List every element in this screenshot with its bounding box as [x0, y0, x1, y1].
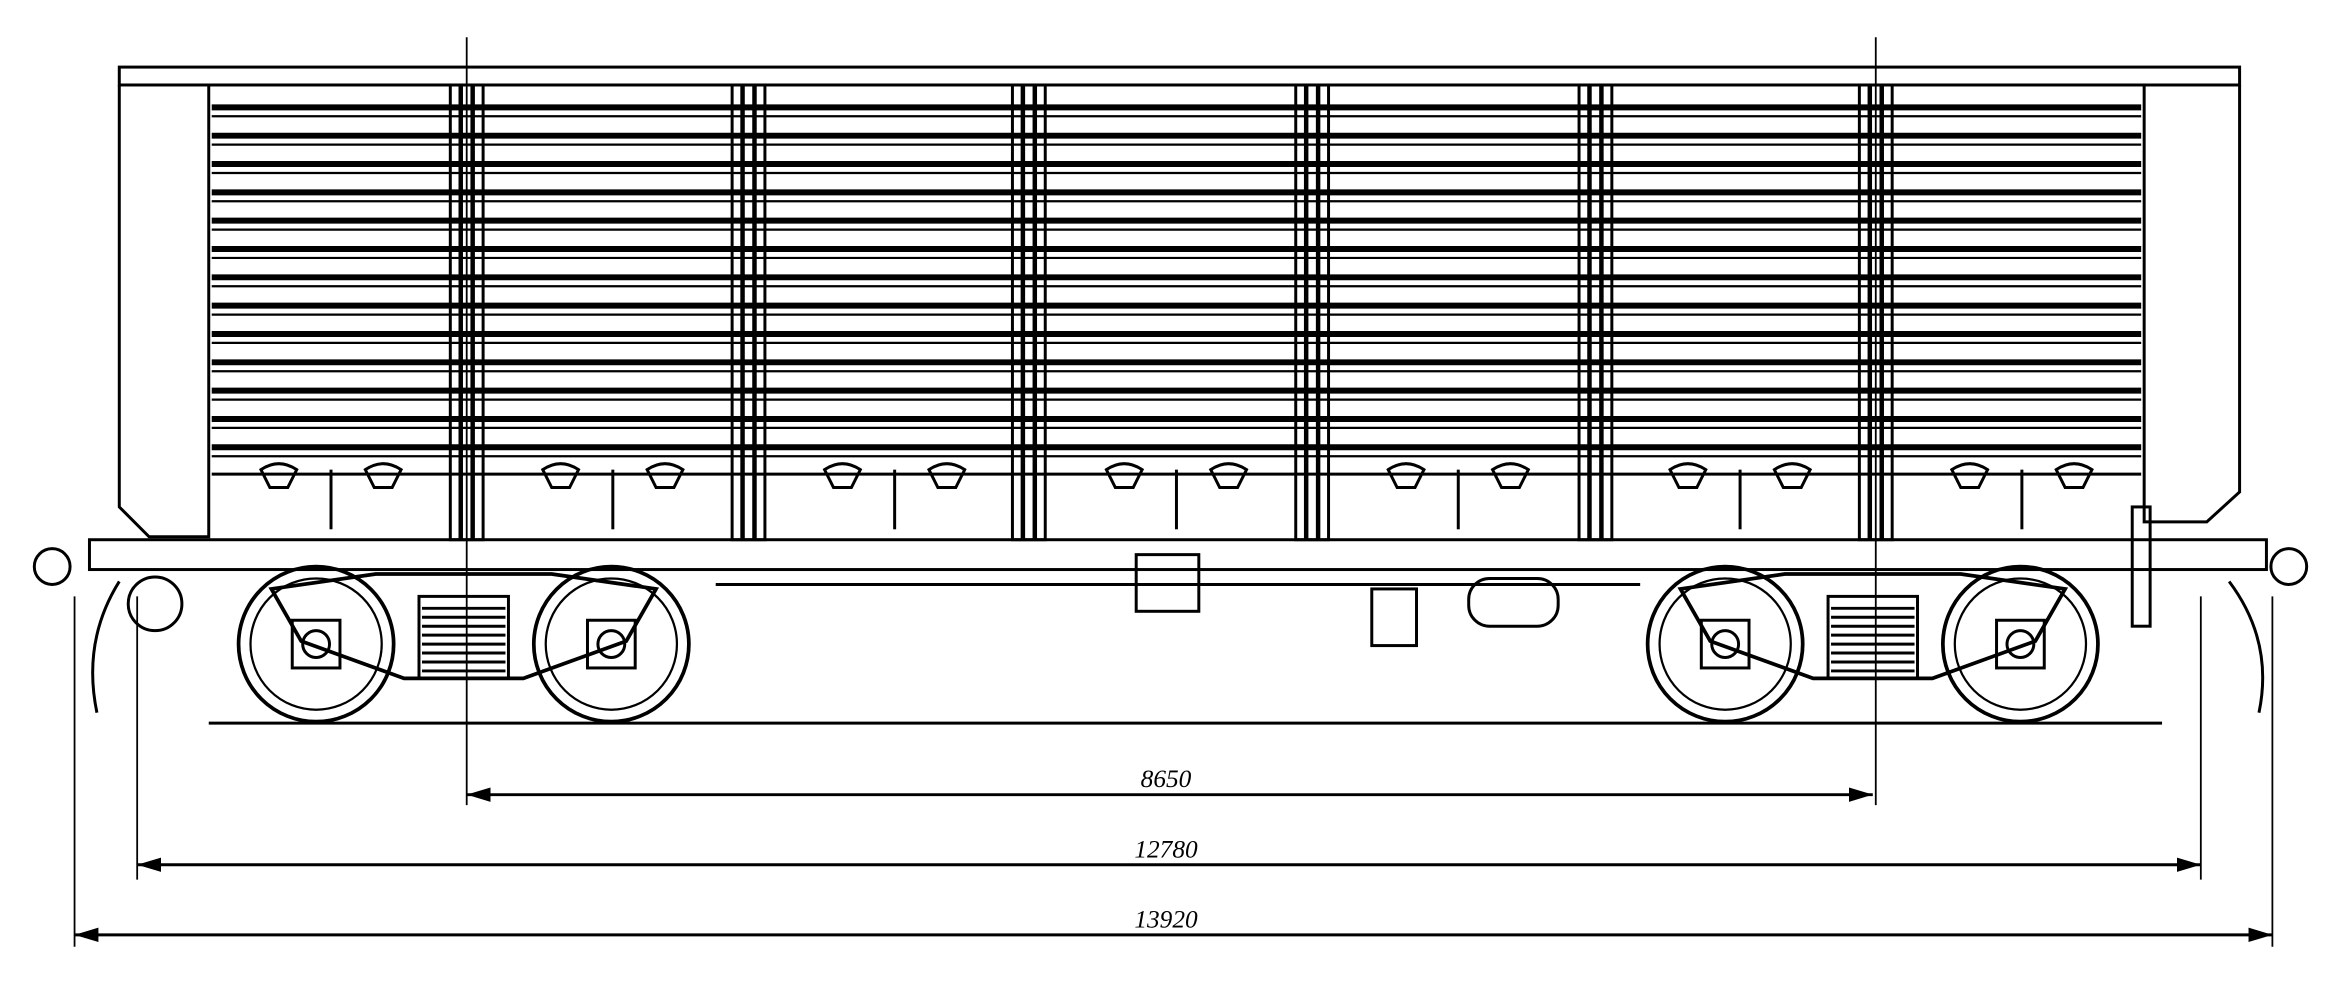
- axle-box: [1995, 618, 2046, 670]
- dimension-coupler-length: 12780: [137, 835, 2201, 872]
- stake: [1294, 83, 1331, 542]
- latch: [1490, 462, 1531, 490]
- brake-reservoir: [1467, 577, 1560, 628]
- latch: [1668, 462, 1708, 490]
- door-latches: [259, 462, 2094, 530]
- stake: [1577, 83, 1614, 542]
- side-stakes: [448, 83, 1894, 542]
- axle: [2005, 629, 2036, 660]
- wheel: [1645, 564, 1805, 724]
- brake-valve: [1370, 587, 1419, 648]
- stake: [1010, 83, 1047, 542]
- underframe-sill: [87, 538, 2268, 572]
- wheel-rim: [249, 577, 383, 711]
- wheel: [531, 564, 691, 724]
- handbrake-wheel: [2130, 505, 2152, 628]
- right-coupler: [2269, 547, 2309, 586]
- wheel-rim: [1953, 577, 2088, 711]
- left-coupler: [32, 547, 72, 586]
- stake: [730, 83, 767, 542]
- dimension-bogie-centers: 8650: [466, 765, 1873, 802]
- axle: [596, 629, 627, 660]
- left-end-wall: [117, 84, 211, 539]
- car-body: [32, 65, 2309, 713]
- latch: [1386, 462, 1426, 490]
- spring-set: [417, 594, 510, 680]
- dimension-label-8650: 8650: [1141, 765, 1192, 793]
- wheel: [236, 564, 396, 724]
- bogie-side-frame: [268, 572, 660, 681]
- axle-box: [1699, 618, 1751, 670]
- latch: [363, 462, 404, 490]
- latch: [1772, 462, 1813, 490]
- bogies: [236, 564, 2100, 724]
- latch: [1949, 462, 1990, 490]
- axle: [301, 629, 332, 660]
- latch: [822, 462, 863, 490]
- latch: [540, 462, 581, 490]
- wheel-rim: [1658, 577, 1792, 711]
- wheel-rim: [544, 577, 679, 711]
- dimension-label-12780: 12780: [1134, 835, 1198, 863]
- latch: [259, 462, 299, 490]
- latch: [1208, 462, 1249, 490]
- right-end-wall: [2142, 84, 2242, 524]
- axle-box: [290, 618, 342, 670]
- dimension-label-13920: 13920: [1134, 905, 1198, 933]
- extension-lines: [73, 37, 2274, 947]
- latch: [645, 462, 685, 490]
- bogie-side-frame: [1677, 572, 2069, 681]
- axle-box: [585, 618, 637, 670]
- side-planks: [211, 104, 2142, 476]
- spring-set: [1826, 594, 1920, 680]
- axle: [1710, 629, 1741, 660]
- wheel: [1941, 564, 2100, 724]
- latch: [927, 462, 967, 490]
- latch: [2054, 462, 2094, 490]
- latch: [1104, 462, 1145, 490]
- dimension-overall-length: 13920: [74, 905, 2273, 942]
- brake-cylinder: [1134, 553, 1201, 613]
